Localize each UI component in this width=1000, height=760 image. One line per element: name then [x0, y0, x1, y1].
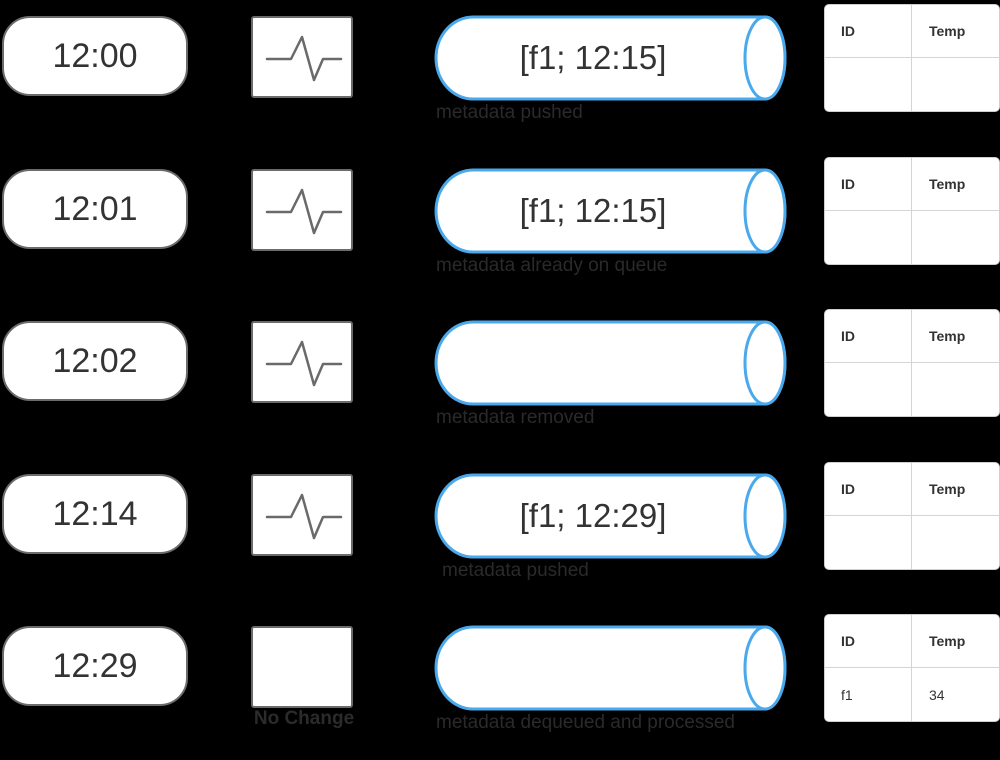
table-header-id: ID	[841, 633, 855, 649]
timeline-row: 12:02 metadata removed ID Temp	[0, 305, 1000, 455]
sensor-box	[251, 474, 353, 556]
time-pill: 12:29	[2, 626, 188, 706]
table-cell-temp: 34	[929, 687, 945, 703]
queue-cylinder-shape	[434, 320, 787, 406]
table-column-divider	[911, 310, 912, 416]
queue-caption: metadata pushed	[442, 560, 589, 581]
queue-cylinder: [f1; 12:15]	[433, 14, 789, 102]
pulse-waveform-icon	[265, 340, 343, 387]
table-header-id: ID	[841, 23, 855, 39]
queue-caption: metadata dequeued and processed	[436, 712, 735, 733]
pulse-waveform-icon	[265, 35, 343, 82]
table-row-divider	[825, 210, 999, 211]
queue-cylinder-shape	[434, 15, 787, 101]
table-row-divider	[825, 57, 999, 58]
queue-cylinder: [f1; 12:29]	[433, 472, 789, 560]
queue-cylinder-shape	[434, 473, 787, 559]
queue-item-label: [f1; 12:29]	[519, 497, 667, 534]
queue-cylinder-shape	[434, 625, 787, 711]
sensor-box	[251, 169, 353, 251]
table-column-divider	[911, 158, 912, 264]
sensor-box	[251, 626, 353, 708]
time-pill: 12:00	[2, 16, 188, 96]
table-cell-id: f1	[841, 687, 853, 703]
pulse-waveform-icon	[265, 188, 343, 235]
queue-item-label	[443, 624, 743, 712]
sensor-caption: No Change	[253, 708, 355, 729]
result-table: ID Temp	[824, 4, 1000, 112]
table-header-temp: Temp	[929, 176, 966, 192]
time-pill: 12:01	[2, 169, 188, 249]
table-column-divider	[911, 463, 912, 569]
table-header-id: ID	[841, 328, 855, 344]
table-header-temp: Temp	[929, 633, 966, 649]
table-row-divider	[825, 515, 999, 516]
table-header-temp: Temp	[929, 23, 966, 39]
table-header-id: ID	[841, 176, 855, 192]
result-table: ID Temp	[824, 309, 1000, 417]
result-table: ID Temp	[824, 462, 1000, 570]
table-header-id: ID	[841, 481, 855, 497]
queue-item-label: [f1; 12:15]	[519, 192, 667, 229]
pulse-waveform-icon	[265, 493, 343, 540]
queue-caption: metadata already on queue	[436, 255, 668, 276]
table-column-divider	[911, 5, 912, 111]
timeline-row: 12:14 [f1; 12:29] metadata pushed ID Temp	[0, 458, 1000, 608]
timeline-row: 12:29 No Change metadata dequeued and proc…	[0, 610, 1000, 760]
table-row-divider	[825, 362, 999, 363]
result-table: ID Temp f1 34	[824, 614, 1000, 722]
sensor-box	[251, 321, 353, 403]
sensor-box	[251, 16, 353, 98]
time-pill: 12:14	[2, 474, 188, 554]
timeline-row: 12:00 [f1; 12:15] metadata pushed ID Temp	[0, 0, 1000, 150]
table-header-temp: Temp	[929, 481, 966, 497]
table-column-divider	[911, 615, 912, 721]
queue-item-label	[443, 319, 743, 407]
queue-cylinder-shape	[434, 168, 787, 254]
time-pill: 12:02	[2, 321, 188, 401]
timeline-row: 12:01 [f1; 12:15] metadata already on queu…	[0, 153, 1000, 303]
queue-cylinder	[433, 319, 789, 407]
queue-caption: metadata removed	[436, 407, 595, 428]
table-row-divider	[825, 667, 999, 668]
queue-cylinder	[433, 624, 789, 712]
queue-caption: metadata pushed	[436, 102, 583, 123]
queue-cylinder: [f1; 12:15]	[433, 167, 789, 255]
table-header-temp: Temp	[929, 328, 966, 344]
queue-item-label: [f1; 12:15]	[519, 39, 667, 76]
result-table: ID Temp	[824, 157, 1000, 265]
